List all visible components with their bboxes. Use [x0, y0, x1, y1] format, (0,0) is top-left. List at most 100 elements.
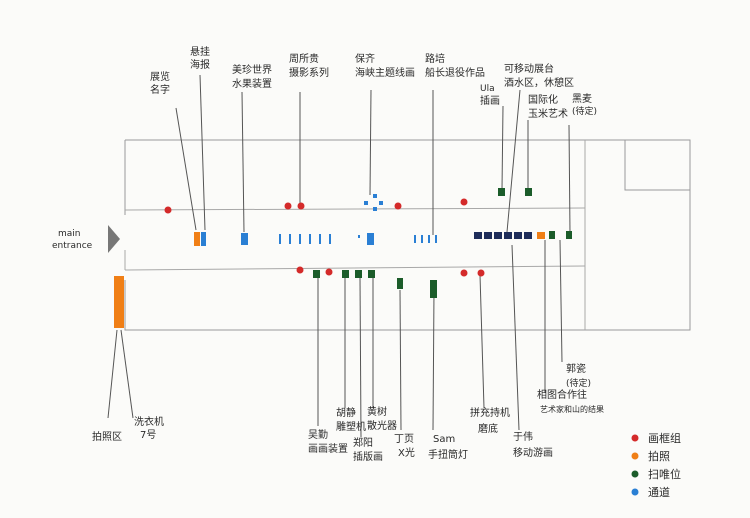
scan-marker	[355, 270, 362, 278]
label-washing-machine-l2: 7号	[140, 429, 156, 441]
passage-marker	[279, 234, 281, 244]
label-sculpture-machine-l1: 胡静	[336, 406, 356, 419]
entrance-label-line1: main	[58, 229, 81, 239]
label-exhibition-name-l2: 名字	[150, 83, 170, 96]
frame-marker	[394, 202, 402, 210]
label-ula-illustration-l1: Ula	[480, 84, 495, 94]
scan-marker	[430, 280, 437, 298]
label-collaboration-l2: 艺术家和山的结果	[540, 404, 604, 414]
passage-marker	[201, 232, 206, 246]
label-guoci-l2: (待定)	[566, 377, 591, 389]
legend-label-passage: 通道	[648, 485, 670, 499]
label-photo-zone: 拍照区	[92, 430, 122, 443]
frame-marker	[477, 269, 485, 277]
frame-group-markers	[164, 198, 485, 277]
legend-item-passage: 通道	[631, 485, 670, 499]
passage-marker	[319, 234, 321, 244]
label-washing-machine-l1: 洗衣机	[134, 415, 164, 428]
label-fruit-installation-l1: 美珍世界	[232, 63, 272, 76]
label-grinding-l2: 磨底	[478, 422, 498, 435]
scan-marker	[498, 188, 505, 196]
label-painting-installation-l2: 画画装置	[308, 442, 348, 455]
passage-marker	[309, 234, 311, 244]
frame-marker	[297, 202, 305, 210]
legend-item-photo: 拍照	[631, 449, 670, 463]
navy-block	[484, 232, 492, 239]
entrance: main entrance	[52, 225, 120, 253]
navy-block	[504, 232, 512, 239]
frame-marker	[460, 198, 468, 206]
label-xray-l2: X光	[398, 446, 415, 459]
passage-marker	[241, 233, 248, 245]
entrance-arrow-icon	[108, 225, 120, 253]
label-fruit-installation-l2: 水果装置	[232, 77, 272, 90]
label-grinding-l1: 拼充持机	[470, 406, 510, 419]
label-strait-drawing-l1: 保齐	[355, 52, 375, 65]
navy-block	[514, 232, 522, 239]
label-corn-art-l2: 玉米艺术	[528, 107, 568, 120]
frame-marker	[296, 266, 304, 274]
frame-marker	[325, 268, 333, 276]
scan-marker	[342, 270, 349, 278]
passage-marker	[435, 235, 437, 243]
passage-marker	[414, 235, 416, 243]
passage-markers	[201, 194, 437, 246]
legend-swatch-green	[631, 470, 639, 478]
top-labels: 展览 名字 悬挂 海报 美珍世界 水果装置 周所贵 摄影系列 保齐 海峡主题线画…	[150, 45, 597, 120]
label-movable-booth-l1: 可移动展台	[504, 62, 554, 75]
frame-marker	[164, 206, 172, 214]
scan-marker	[313, 270, 320, 278]
legend-label-frame: 画框组	[648, 431, 681, 445]
photo-marker	[537, 232, 545, 239]
label-guoci-l1: 郭瓷	[566, 362, 586, 375]
legend-label-photo: 拍照	[648, 449, 670, 463]
label-diffuser-l1: 黄树	[367, 405, 387, 418]
label-painting-installation-l1: 吴勤	[308, 428, 328, 441]
legend: 画框组 拍照 扫唯位 通道	[631, 431, 681, 499]
navy-block	[494, 232, 502, 239]
scan-marker	[397, 278, 403, 289]
label-corn-art-l1: 国际化	[528, 93, 558, 106]
passage-marker	[329, 234, 331, 244]
legend-swatch-blue	[631, 488, 639, 496]
label-print-l2: 插版画	[353, 450, 383, 463]
passage-marker	[289, 234, 291, 244]
navy-block-row	[474, 232, 532, 239]
passage-marker	[428, 235, 430, 243]
passage-marker	[373, 194, 377, 198]
label-rye-l1: 黑麦	[572, 93, 592, 105]
scan-marker	[566, 231, 572, 239]
label-hanging-poster-l1: 悬挂	[190, 45, 210, 58]
frame-marker	[284, 202, 292, 210]
label-rye-l2: (待定)	[572, 105, 597, 117]
legend-item-scan: 扫唯位	[631, 467, 681, 481]
label-photo-series-l2: 摄影系列	[289, 66, 329, 79]
passage-marker	[358, 235, 360, 238]
photo-marker	[194, 232, 200, 246]
label-sam-l2: 手扭筒灯	[428, 448, 468, 461]
label-collaboration-l1: 相图合作往	[537, 388, 587, 401]
label-moving-painting-l1: 于伟	[513, 430, 533, 443]
scan-marker	[525, 188, 532, 196]
navy-block	[474, 232, 482, 239]
label-ula-illustration-l2: 插画	[480, 94, 500, 107]
label-xray-l1: 丁页	[394, 433, 414, 445]
scan-marker	[368, 270, 375, 278]
legend-swatch-orange	[631, 452, 639, 460]
label-photo-series-l1: 周所贵	[289, 52, 319, 65]
legend-item-frame: 画框组	[631, 431, 681, 445]
label-exhibition-name-l1: 展览	[150, 70, 170, 83]
frame-marker	[460, 269, 468, 277]
navy-block	[524, 232, 532, 239]
passage-marker	[379, 201, 383, 205]
entrance-label-line2: entrance	[52, 241, 93, 251]
label-strait-drawing-l2: 海峡主题线画	[355, 66, 415, 79]
leader-lines	[107, 74, 571, 438]
label-sam-l1: Sam	[433, 434, 455, 445]
passage-marker	[364, 201, 368, 205]
label-captain-works-l1: 路培	[425, 52, 445, 65]
legend-swatch-red	[631, 434, 639, 442]
label-moving-painting-l2: 移动游画	[513, 446, 553, 459]
label-diffuser-l2: 散光器	[367, 419, 397, 432]
